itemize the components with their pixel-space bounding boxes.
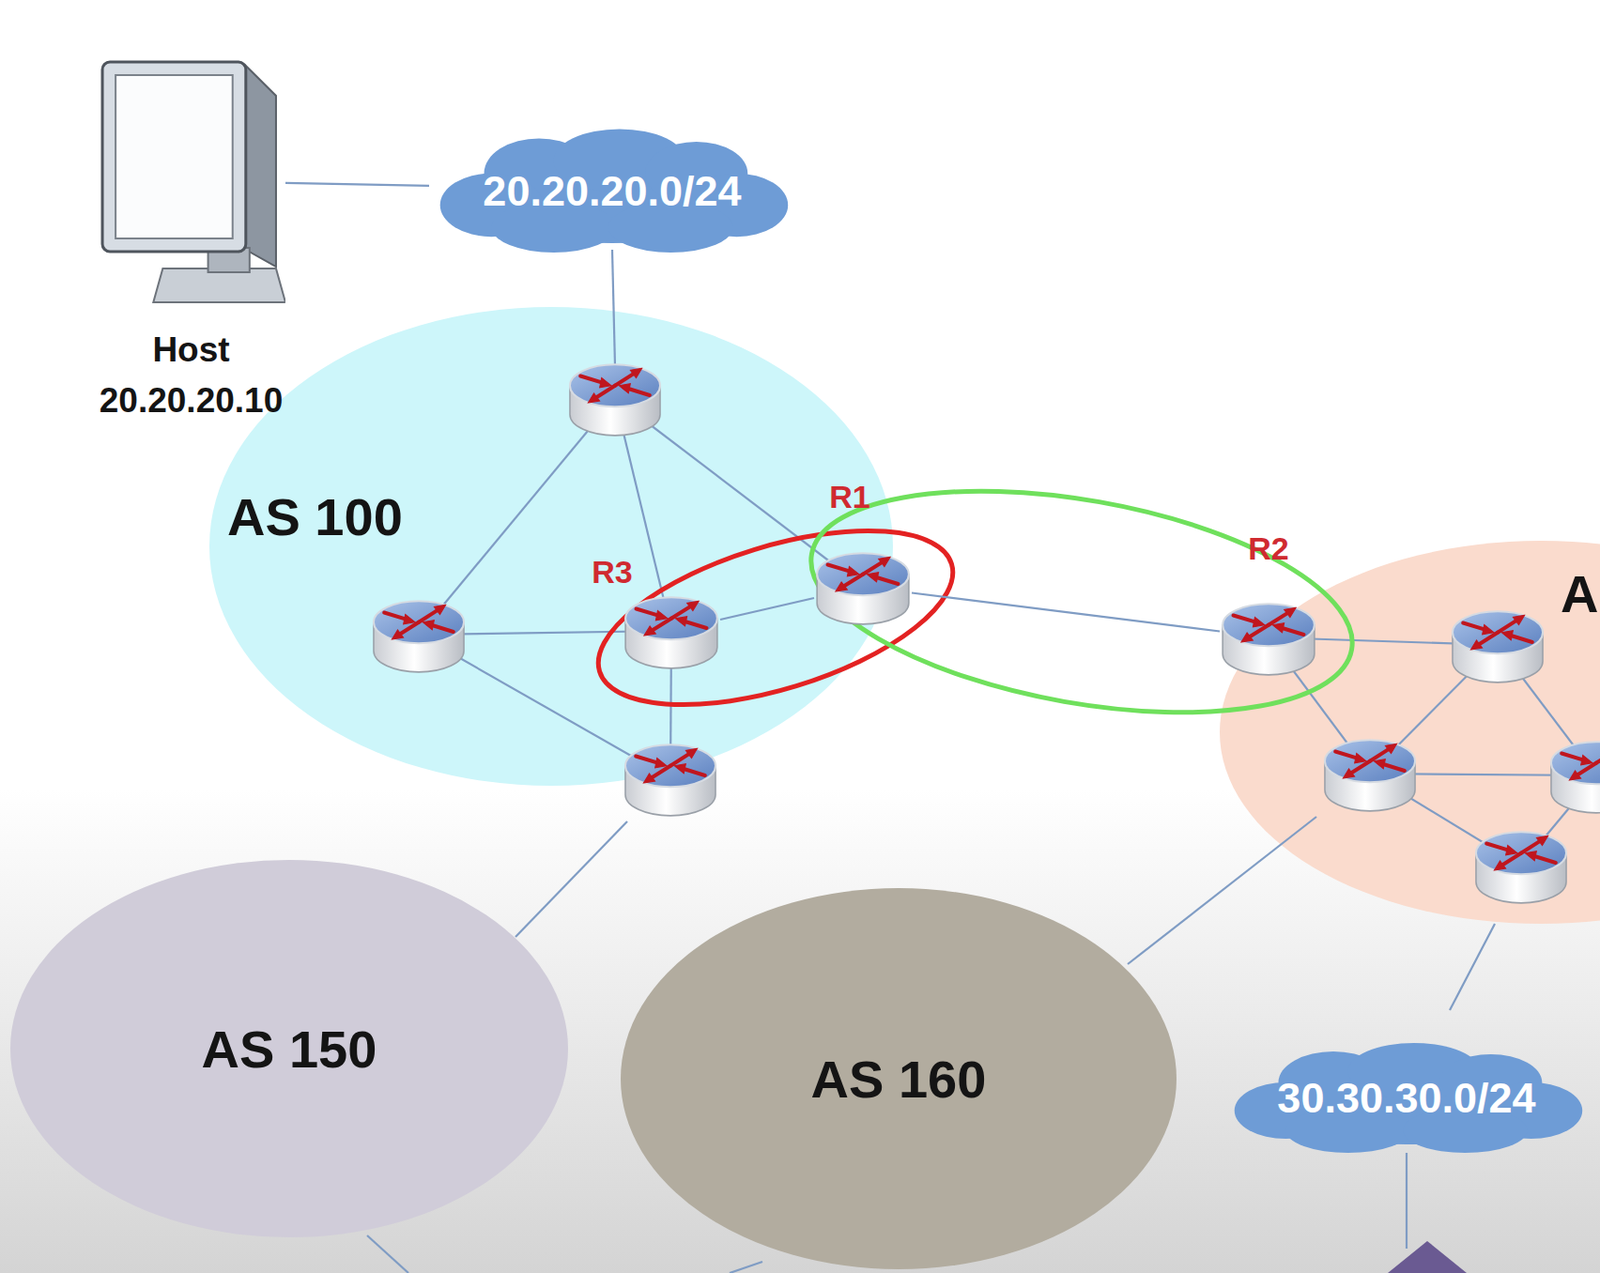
router-node: R2 [1219, 594, 1318, 681]
router-icon [1219, 594, 1318, 681]
host-label: 20.20.20.10 [40, 375, 342, 427]
router-node: R3 [622, 587, 721, 675]
host-label: Host [40, 324, 342, 376]
as-ellipse-fill [209, 307, 893, 786]
as-region: A R2 [1219, 540, 1600, 924]
router-name: R2 [1247, 530, 1289, 568]
router-icon [814, 543, 912, 631]
link-line [285, 183, 430, 186]
link-line [720, 598, 815, 620]
network-cloud: 20.20.20.0/24 [429, 125, 796, 253]
host-caption: Host20.20.20.10 [40, 324, 342, 427]
as-region: AS 100R3 R1 [209, 307, 893, 786]
green-highlight-ellipse [794, 454, 1370, 750]
as-label: AS 150 [201, 1018, 378, 1080]
as-ellipse-fill [1219, 540, 1600, 924]
subnet-label: 30.30.30.0/24 [1276, 1074, 1536, 1124]
as-label: AS 160 [811, 1048, 987, 1110]
router-icon [622, 587, 721, 675]
router-name: R1 [829, 478, 870, 516]
as-region: AS 150 [10, 860, 569, 1238]
as-label: AS 100 [227, 486, 403, 548]
router-icons [373, 364, 1600, 904]
subnet-label: 20.20.20.0/24 [482, 167, 741, 216]
as-ellipse-fill [10, 860, 569, 1238]
link-line [911, 593, 1220, 632]
monitor-icon [96, 56, 286, 307]
as-ellipse-fill [620, 888, 1177, 1270]
router-name: R3 [591, 553, 632, 591]
as-label: A [1560, 563, 1599, 625]
as-ellipse [1219, 540, 1600, 924]
partial-device [1387, 1241, 1467, 1273]
network-cloud: 30.30.30.0/24 [1223, 1040, 1590, 1154]
router-node: R1 [814, 543, 912, 631]
red-highlight-ellipse [578, 495, 972, 740]
host-computer: Host20.20.20.10 [96, 56, 286, 307]
link-lines [367, 249, 1597, 1273]
as-region: AS 160 [620, 888, 1177, 1270]
